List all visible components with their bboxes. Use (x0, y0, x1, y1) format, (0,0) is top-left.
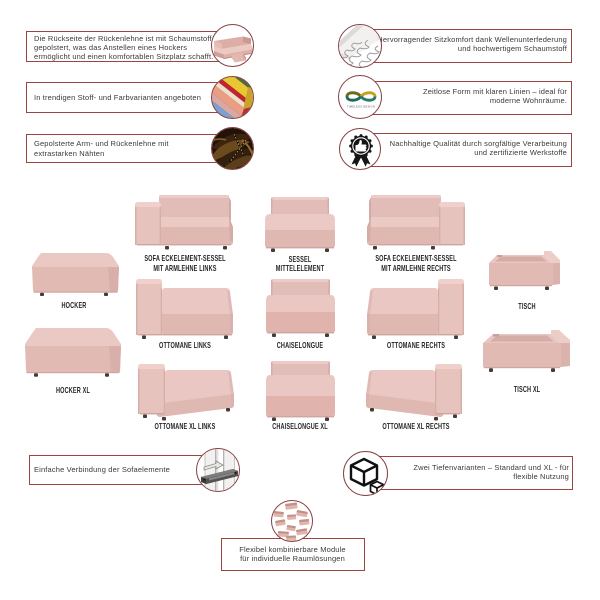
svg-text:TIMELESS DESIGN: TIMELESS DESIGN (347, 104, 375, 108)
